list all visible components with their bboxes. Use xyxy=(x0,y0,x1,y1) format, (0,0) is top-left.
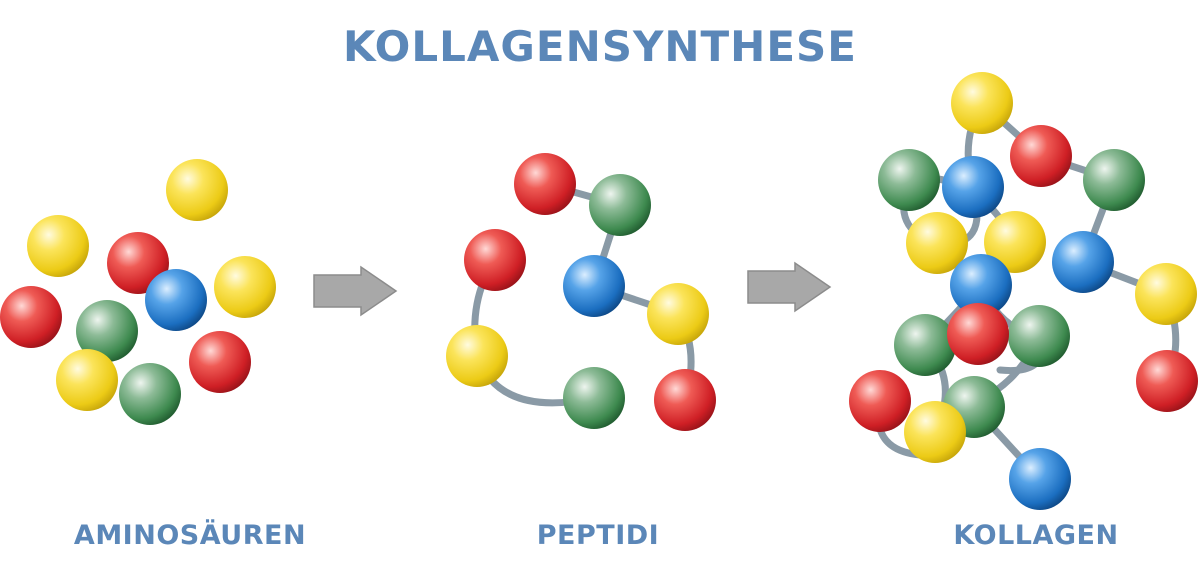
amino-acid-red-8 xyxy=(189,331,251,393)
collagen-atom-yellow-6 xyxy=(906,212,968,274)
collagen-atom-blue-3 xyxy=(942,156,1004,218)
amino-acid-red-6 xyxy=(0,286,62,348)
collagen-atom-blue-18 xyxy=(1009,448,1071,510)
peptide-atom-yellow-5 xyxy=(647,283,709,345)
peptide-atom-red-3 xyxy=(464,229,526,291)
amino-acid-red-3 xyxy=(107,232,169,294)
collagen-atom-yellow-1 xyxy=(951,72,1013,134)
arrow-1 xyxy=(313,265,398,317)
collagen-atom-red-2 xyxy=(1010,125,1072,187)
collagen-atom-blue-8 xyxy=(1052,231,1114,293)
diagram-title: KOLLAGENSYNTHESE xyxy=(343,22,857,71)
peptide-atom-green-2 xyxy=(589,174,651,236)
amino-acid-blue-5 xyxy=(145,269,207,331)
collagen-atom-red-16 xyxy=(849,370,911,432)
collagen-atom-green-4 xyxy=(878,149,940,211)
stage-label-collagen: KOLLAGEN xyxy=(953,520,1119,551)
collagen-atom-blue-9 xyxy=(950,254,1012,316)
peptide-atom-blue-4 xyxy=(563,255,625,317)
peptide-atom-green-7 xyxy=(563,367,625,429)
collagen-atom-red-13 xyxy=(947,303,1009,365)
collagen-atom-green-12 xyxy=(1008,305,1070,367)
amino-acid-yellow-2 xyxy=(27,215,89,277)
amino-acid-yellow-4 xyxy=(214,256,276,318)
amino-acid-green-7 xyxy=(76,300,138,362)
collagen-atom-yellow-17 xyxy=(904,401,966,463)
amino-acid-green-10 xyxy=(119,363,181,425)
arrow-2 xyxy=(747,261,832,313)
amino-acid-yellow-9 xyxy=(56,349,118,411)
peptide-atom-yellow-6 xyxy=(446,325,508,387)
collagen-atom-red-14 xyxy=(1136,350,1198,412)
stage-label-peptides: PEPTIDI xyxy=(536,520,660,551)
collagen-atom-yellow-10 xyxy=(1135,263,1197,325)
collagen-atom-yellow-7 xyxy=(984,211,1046,273)
collagen-atom-green-5 xyxy=(1083,149,1145,211)
stage-label-aminoacids: AMINOSÄUREN xyxy=(73,520,307,551)
collagen-atom-green-11 xyxy=(894,314,956,376)
amino-acid-yellow-1 xyxy=(166,159,228,221)
peptide-atom-red-1 xyxy=(514,153,576,215)
peptide-atom-red-8 xyxy=(654,369,716,431)
